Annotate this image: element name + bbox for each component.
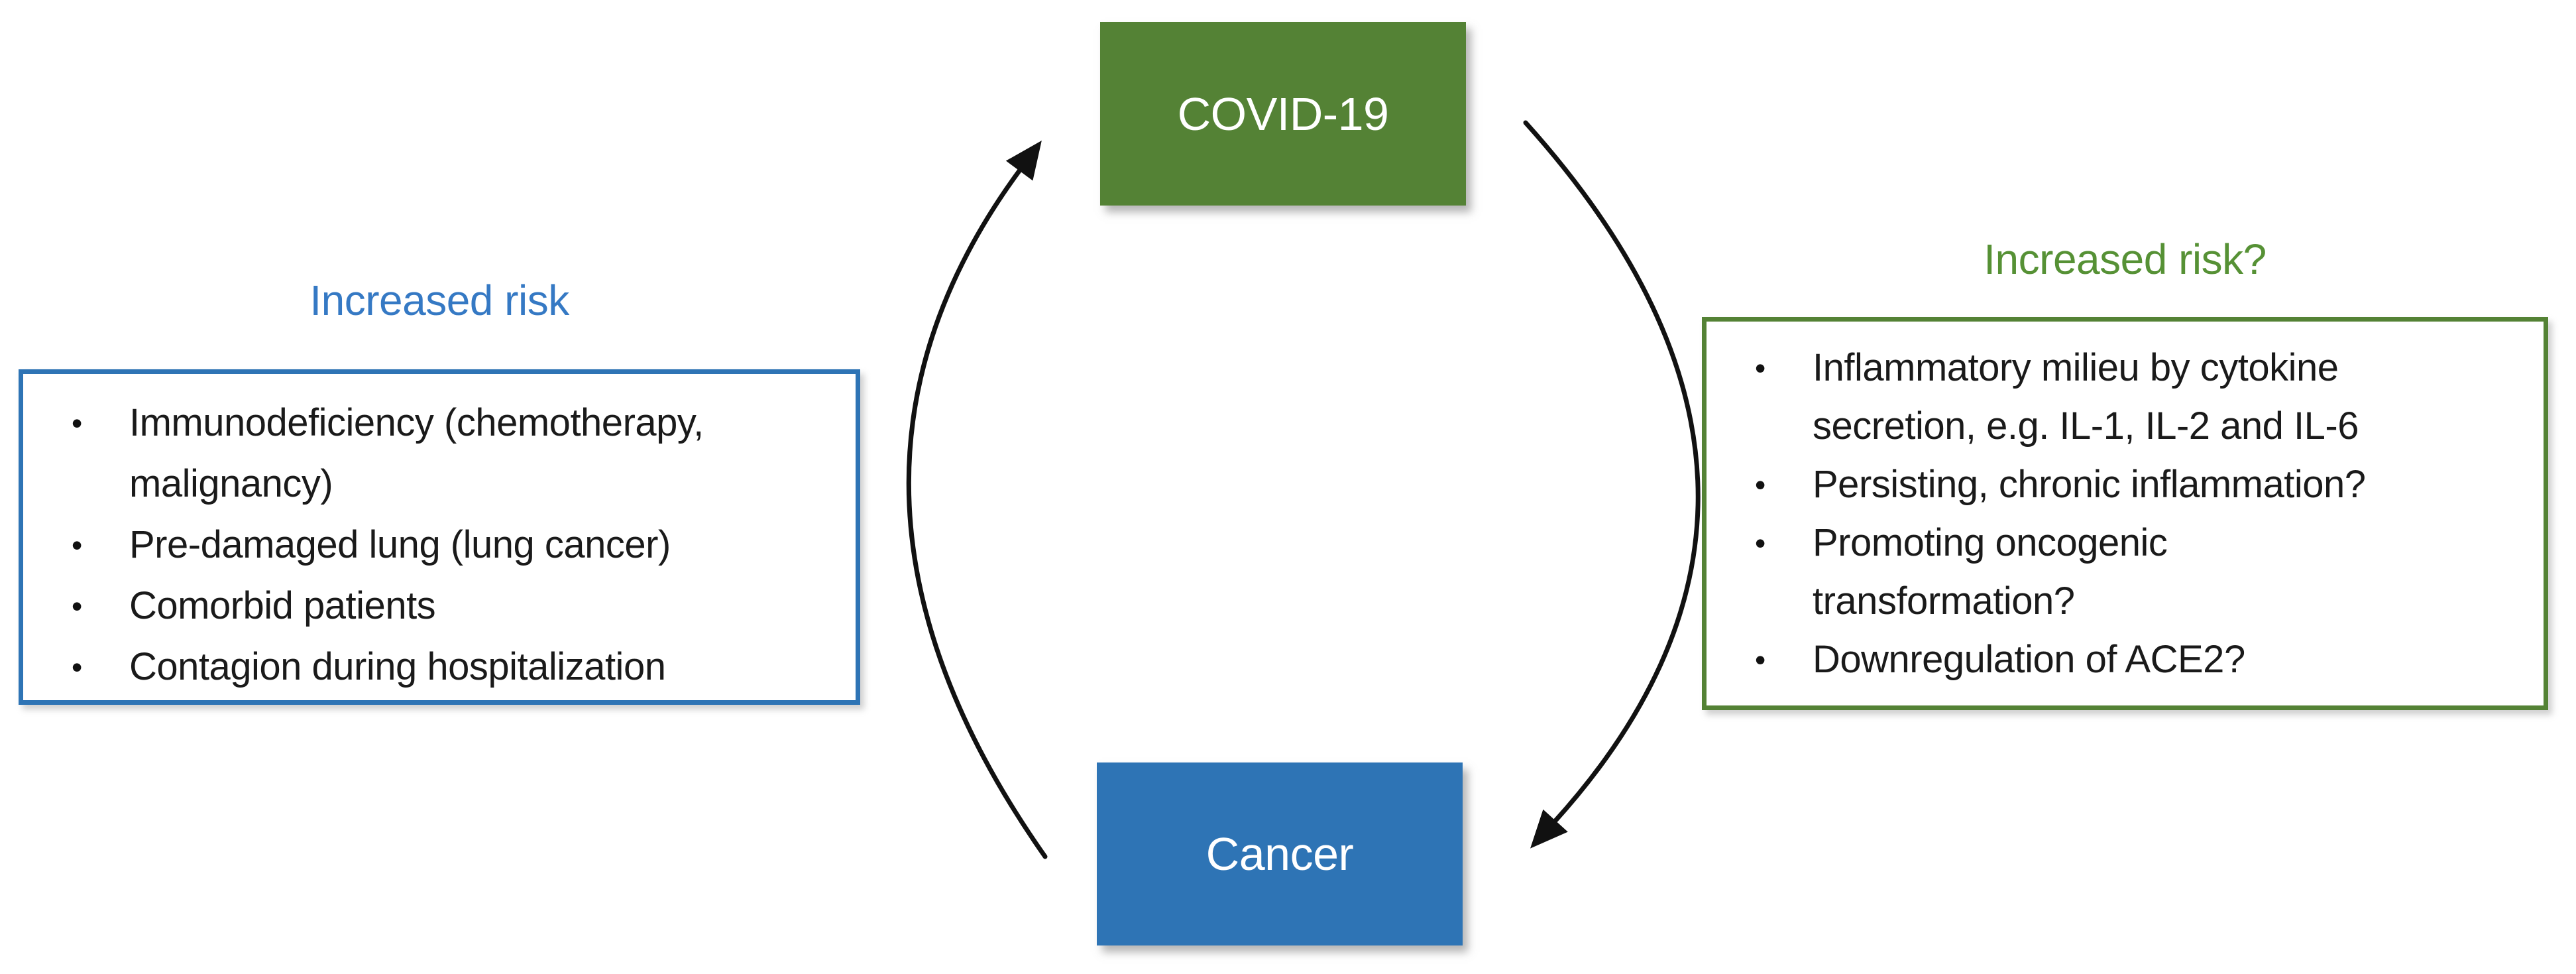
arrow-cancer-to-covid-icon	[906, 140, 1048, 859]
cancer-node: Cancer	[1097, 762, 1463, 945]
bullet-item: Promoting oncogenic transformation?	[1750, 514, 2517, 631]
bullet-item: Persisting, chronic inflammation?	[1750, 456, 2517, 514]
right-panel-title: Increased risk?	[1984, 235, 2267, 283]
bullet-item: Downregulation of ACE2?	[1750, 631, 2517, 689]
bullet-item: Contagion during hospitalization	[66, 637, 829, 698]
bullet-item: Inflammatory milieu by cytokine secretio…	[1750, 339, 2517, 456]
left-bullet-list: Immunodeficiency (chemotherapy, malignan…	[50, 393, 829, 698]
bullet-item: Immunodeficiency (chemotherapy, malignan…	[66, 393, 829, 515]
right-bullet-list: Inflammatory milieu by cytokine secretio…	[1733, 339, 2517, 689]
bullet-item: Comorbid patients	[66, 576, 829, 637]
covid19-node: COVID-19	[1100, 22, 1466, 206]
left-panel-title: Increased risk	[309, 276, 569, 324]
right-panel-box: Inflammatory milieu by cytokine secretio…	[1702, 317, 2548, 710]
left-panel-box: Immunodeficiency (chemotherapy, malignan…	[19, 369, 860, 705]
bullet-item: Pre-damaged lung (lung cancer)	[66, 515, 829, 576]
arrow-covid-to-cancer-icon	[1523, 120, 1701, 849]
